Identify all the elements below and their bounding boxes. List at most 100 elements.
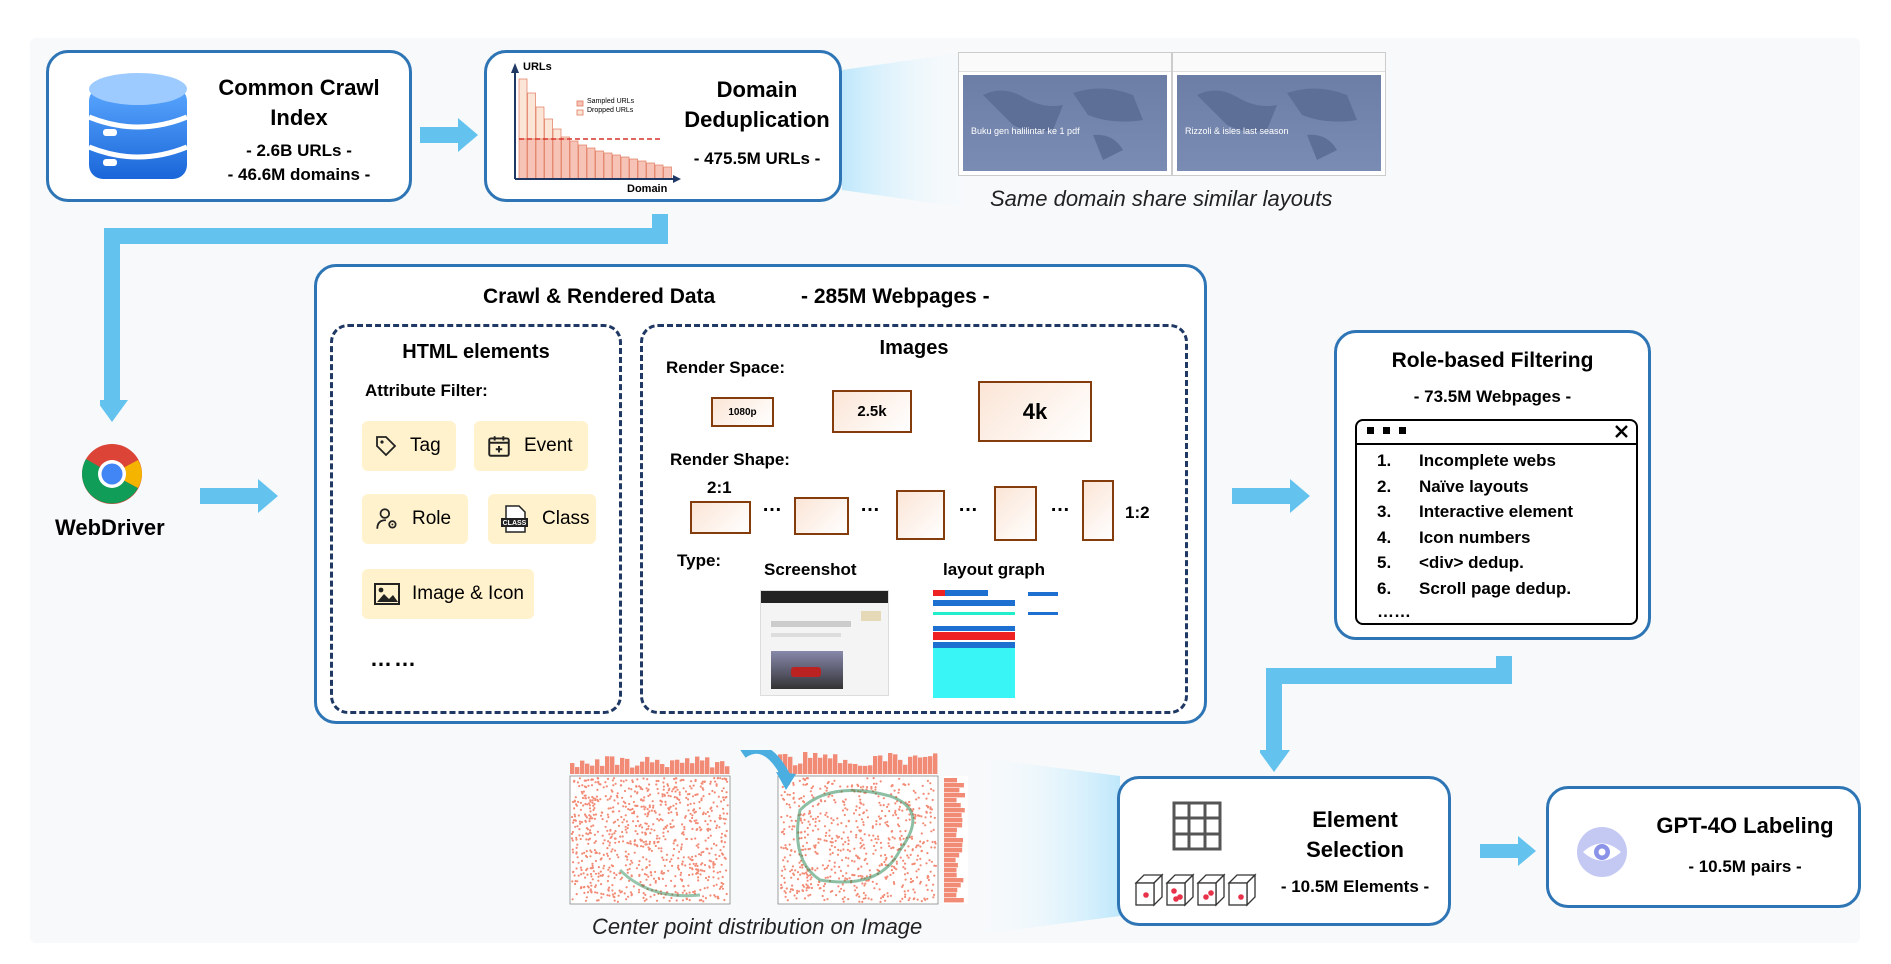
arrow-right-4 [1480, 836, 1536, 866]
scatter-point [714, 895, 717, 898]
scatter-point [876, 835, 880, 838]
arrow-to-element-selection [1260, 656, 1512, 772]
scatter-point [625, 855, 629, 858]
scatter-point [676, 892, 679, 895]
ratio-right: 1:2 [1125, 503, 1150, 522]
scatter-point [589, 872, 593, 876]
scatter-point [810, 787, 813, 790]
scatter-point [614, 849, 617, 852]
scatter-point [856, 856, 859, 859]
scatter-point [901, 809, 904, 812]
scatter-point [581, 796, 585, 800]
scatter-point [893, 867, 896, 870]
chip-event: Event [474, 421, 588, 471]
histogram-bar [620, 757, 625, 774]
scatter-point [924, 898, 927, 901]
scatter-point [724, 835, 727, 838]
scatter-point [875, 841, 878, 844]
scatter-point [926, 897, 929, 900]
scatter-point [704, 812, 707, 815]
scatter-point [862, 785, 865, 788]
scatter-point [593, 803, 596, 806]
scatter-point [838, 877, 841, 880]
scatter-point [592, 813, 595, 816]
scatter-point [574, 796, 577, 799]
scatter-point [680, 871, 683, 874]
histogram-bar [725, 766, 730, 774]
scatter-point [930, 788, 933, 791]
scatter-point [698, 899, 701, 902]
scatter-point [715, 783, 718, 786]
scatter-point [631, 861, 634, 864]
scatter-point [625, 820, 628, 823]
scatter-point [601, 834, 604, 837]
scatter-point [785, 887, 788, 890]
scatter-point [680, 848, 683, 851]
scatter-point [675, 811, 678, 814]
shape-2-3 [994, 486, 1037, 541]
scatter-point [808, 886, 811, 889]
scatter-point [639, 787, 642, 790]
scatter-point [714, 853, 717, 856]
scatter-point [852, 874, 855, 877]
scatter-point [665, 858, 668, 861]
scatter-point [638, 888, 641, 891]
chip-tag-label: Tag [410, 435, 441, 456]
scatter-point [611, 848, 614, 851]
scatter-point [570, 832, 574, 835]
scatter-point [629, 842, 632, 845]
scatter-point [783, 877, 786, 880]
scatter-point [802, 885, 806, 888]
scatter-point [932, 789, 935, 792]
scatter-point [862, 843, 865, 846]
scatter-point [627, 895, 630, 898]
scatter-point [593, 841, 596, 844]
scatter-point [842, 848, 845, 851]
scatter-point [839, 785, 842, 788]
scatter-point [833, 865, 836, 868]
scatter-point [880, 817, 883, 820]
scatter-point [872, 777, 875, 780]
scatter-point [673, 786, 676, 789]
scatter-point [897, 817, 900, 820]
scatter-point [596, 788, 599, 791]
scatter-point [811, 785, 815, 788]
scatter-point [612, 810, 615, 813]
scatter-point [716, 805, 719, 808]
scatter-point [582, 790, 585, 793]
scatter-point [925, 810, 928, 813]
scatter-point [801, 821, 804, 824]
scatter-point [632, 812, 636, 815]
scatter-point [793, 801, 796, 804]
scatter-point [642, 896, 645, 899]
scatter-point [701, 780, 704, 783]
scatter-point [901, 884, 904, 887]
scatter-point [878, 888, 881, 891]
histogram-bar [788, 756, 793, 774]
filter-item-number: 3. [1377, 502, 1392, 521]
scatter-point [780, 794, 783, 797]
histogram-bar [944, 848, 963, 853]
scatter-point [584, 899, 588, 902]
scatter-point [799, 873, 802, 876]
scatter-point [648, 804, 651, 807]
scatter-point [617, 840, 621, 843]
scatter-point [680, 846, 683, 849]
scatter-point [616, 792, 619, 795]
scatter-point [916, 854, 919, 857]
scatter-point [912, 808, 915, 811]
scatter-point [905, 808, 908, 811]
scatter-point [792, 792, 795, 795]
scatter-point [618, 889, 621, 892]
scatter-point [670, 896, 673, 900]
scatter-point [876, 869, 879, 872]
type-screenshot-label: Screenshot [764, 560, 857, 579]
scatter-point [645, 843, 648, 846]
scatter-point [788, 793, 791, 796]
scatter-point [611, 893, 614, 896]
chip-tag: Tag [362, 421, 456, 471]
scatter-point [708, 852, 711, 855]
scatter-point [600, 883, 603, 886]
